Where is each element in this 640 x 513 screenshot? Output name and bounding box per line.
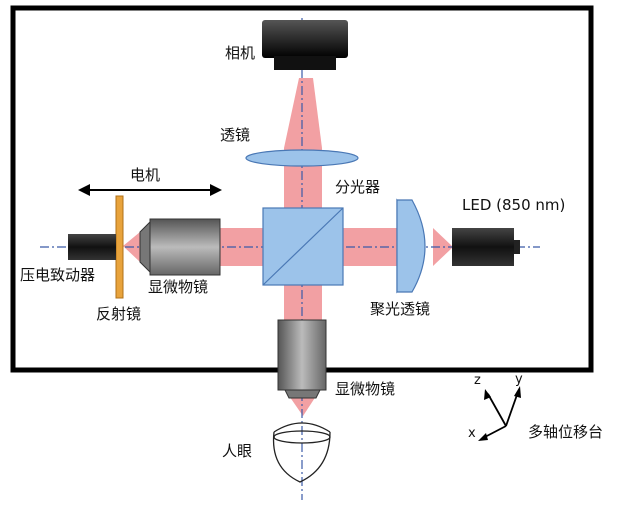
beam-splitter-icon	[262, 207, 344, 286]
label-axis-z: z	[474, 373, 481, 388]
eye-icon	[272, 422, 331, 483]
motor-arrow-icon	[78, 184, 222, 196]
lens-icon	[245, 149, 359, 167]
label-lens: 透镜	[220, 126, 251, 144]
label-stage: 多轴位移台	[528, 423, 604, 441]
label-human-eye: 人眼	[222, 442, 253, 460]
label-led: LED (850 nm)	[462, 196, 566, 214]
label-axis-x: x	[468, 426, 476, 441]
beam-from-led	[433, 228, 452, 266]
led-icon	[452, 228, 520, 266]
piezo-actuator-icon	[68, 234, 116, 260]
label-motor: 电机	[130, 166, 161, 184]
label-axis-y: y	[515, 372, 523, 387]
beam-to-bottom-objective	[284, 285, 322, 320]
label-beam-splitter: 分光器	[335, 178, 381, 196]
label-piezo-actuator: 压电致动器	[20, 266, 96, 284]
label-condenser-lens: 聚光透镜	[370, 300, 431, 318]
label-camera: 相机	[225, 44, 256, 62]
label-microscope-left: 显微物镜	[148, 278, 209, 296]
condenser-lens-body	[396, 199, 426, 293]
camera-icon	[262, 20, 348, 70]
stage-axes-icon	[478, 386, 521, 441]
beam-to-camera	[284, 78, 322, 208]
bottom-objective-icon	[277, 319, 327, 399]
mirror-icon	[115, 195, 124, 299]
label-microscope-bottom: 显微物镜	[335, 380, 396, 398]
label-mirror: 反射镜	[96, 305, 142, 323]
left-objective-icon	[139, 218, 221, 276]
